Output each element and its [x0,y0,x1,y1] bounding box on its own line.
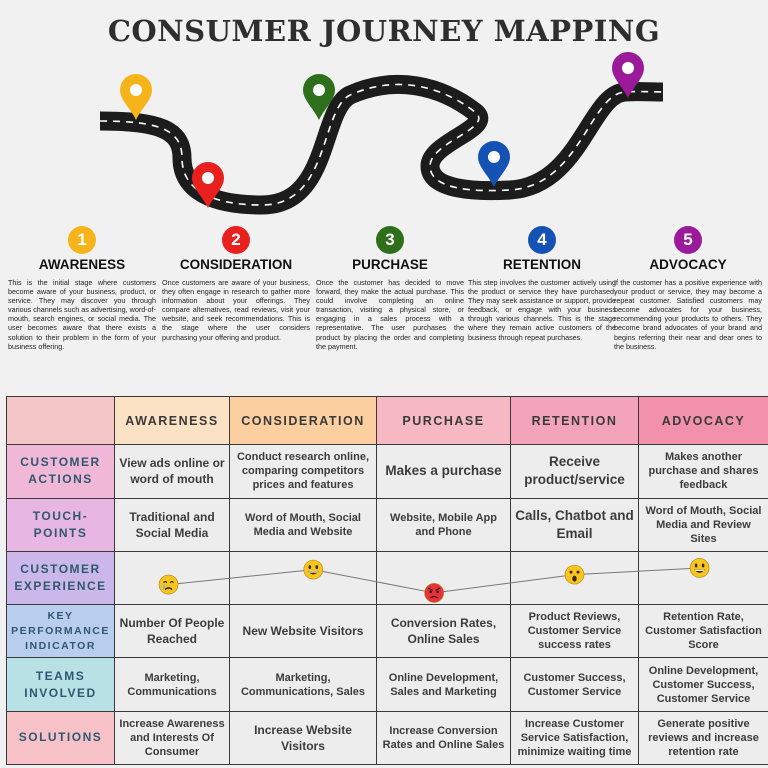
row-header-kpi: KEY PERFORMANCE INDICATOR [6,604,115,659]
table-row: CUSTOMER EXPERIENCE [6,550,768,606]
experience-cell [376,550,511,606]
table-cell: Website, Mobile App and Phone [376,497,511,552]
table-row: TEAMS INVOLVED Marketing, Communications… [6,657,768,712]
stage-description: Once customers are aware of your busines… [162,278,310,342]
table-cell: New Website Visitors [229,604,377,659]
column-header-consideration: CONSIDERATION [229,395,377,446]
stage-name: AWARENESS [38,257,126,272]
table-cell: Conversion Rates, Online Sales [376,604,511,659]
table-cell: Conduct research online, comparing compe… [229,444,377,499]
table-cell: Receive product/service [510,444,639,499]
table-cell: Calls, Chatbot and Email [510,497,639,552]
table-cell: Increase Customer Service Satisfaction, … [510,710,639,766]
table-row: KEY PERFORMANCE INDICATOR Number Of Peop… [6,604,768,659]
table-cell: Traditional and Social Media [114,497,230,552]
table-cell: Makes another purchase and shares feedba… [638,444,768,499]
stage-number: 3 [376,226,404,254]
table-cell: Customer Success, Customer Service [510,657,639,712]
row-header-customer-actions: CUSTOMER ACTIONS [6,444,115,499]
stage-description: This step involves the customer actively… [468,278,616,342]
table-cell: Retention Rate, Customer Satisfaction Sc… [638,604,768,659]
stage-description: Once the customer has decided to move fo… [316,278,464,351]
stage-purchase: 3 PURCHASE Once the customer has decided… [316,226,464,351]
map-pin-retention-icon [478,141,510,187]
stage-advocacy: 5 ADVOCACY If the customer has a positiv… [614,226,762,351]
stage-number: 5 [674,226,702,254]
table-cell: Increase Awareness and Interests Of Cons… [114,710,230,766]
table-row: TOUCH-POINTS Traditional and Social Medi… [6,497,768,552]
stage-name: CONSIDERATION [179,257,293,272]
experience-cell [638,550,768,606]
table-cell: Increase Website Visitors [229,710,377,766]
stage-number: 1 [68,226,96,254]
corner-cell [6,395,115,446]
table-cell: Online Development, Customer Success, Cu… [638,657,768,712]
table-cell: Marketing, Communications, Sales [229,657,377,712]
stage-description: This is the initial stage where customer… [8,278,156,351]
experience-cell [510,550,639,606]
stage-name: RETENTION [502,257,581,272]
table-header-row: AWARENESS CONSIDERATION PURCHASE RETENTI… [6,395,768,446]
table-row: CUSTOMER ACTIONS View ads online or word… [6,444,768,499]
stage-retention: 4 RETENTION This step involves the custo… [468,226,616,342]
map-pin-consideration-icon [192,162,224,208]
table-cell: Marketing, Communications [114,657,230,712]
stage-name: PURCHASE [352,257,428,272]
table-cell: Increase Conversion Rates and Online Sal… [376,710,511,766]
map-pin-awareness-icon [120,74,152,120]
map-pin-advocacy-icon [612,52,644,98]
row-header-solutions: SOLUTIONS [6,710,115,766]
stage-number: 4 [528,226,556,254]
column-header-purchase: PURCHASE [376,395,511,446]
experience-cell [114,550,230,606]
journey-road [99,52,664,215]
row-header-customer-experience: CUSTOMER EXPERIENCE [6,550,115,606]
stage-number: 2 [222,226,250,254]
table-cell: View ads online or word of mouth [114,444,230,499]
row-header-teams-involved: TEAMS INVOLVED [6,657,115,712]
stage-consideration: 2 CONSIDERATION Once customers are aware… [162,226,310,342]
journey-table: AWARENESS CONSIDERATION PURCHASE RETENTI… [6,395,768,766]
column-header-advocacy: ADVOCACY [638,395,768,446]
table-cell: Product Reviews, Customer Service succes… [510,604,639,659]
table-cell: Word of Mouth, Social Media and Website [229,497,377,552]
table-row: SOLUTIONS Increase Awareness and Interes… [6,710,768,766]
map-pin-purchase-icon [303,74,335,120]
row-header-touchpoints: TOUCH-POINTS [6,497,115,552]
column-header-awareness: AWARENESS [114,395,230,446]
table-cell: Word of Mouth, Social Media and Review S… [638,497,768,552]
stage-name: ADVOCACY [649,257,727,272]
column-header-retention: RETENTION [510,395,639,446]
experience-cell [229,550,377,606]
table-cell: Makes a purchase [376,444,511,499]
table-cell: Online Development, Sales and Marketing [376,657,511,712]
table-cell: Number Of People Reached [114,604,230,659]
stage-description: If the customer has a positive experienc… [614,278,762,351]
page-title: CONSUMER JOURNEY MAPPING [107,14,661,48]
table-cell: Generate positive reviews and increase r… [638,710,768,766]
stage-awareness: 1 AWARENESS This is the initial stage wh… [8,226,156,351]
